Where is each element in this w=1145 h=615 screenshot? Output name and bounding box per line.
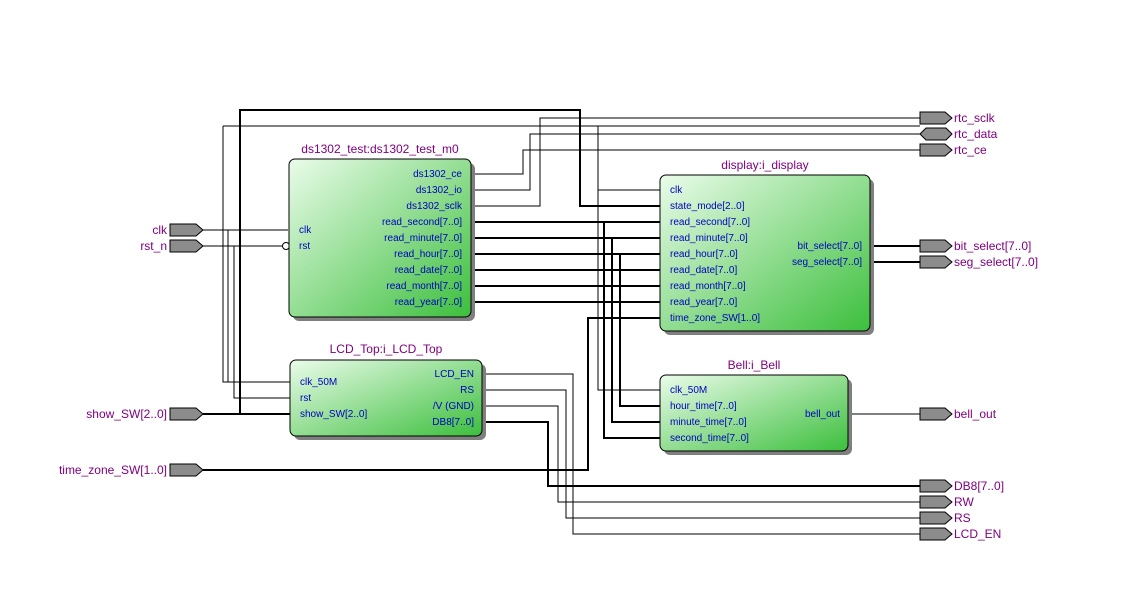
output-pin-icon: [919, 479, 953, 493]
block-body: [288, 158, 472, 318]
rst-inversion-bubble: [282, 242, 290, 250]
port-label: time_zone_SW[1..0]: [670, 313, 760, 324]
port-label: show_SW[2..0]: [300, 409, 367, 420]
block-body: [659, 374, 849, 452]
input-pin-clk[interactable]: clk: [152, 223, 204, 237]
pin-label: clk: [152, 223, 168, 237]
port-label: clk: [670, 185, 683, 196]
block-lcd-top[interactable]: LCD_Top:i_LCD_Top clk_50M rst show_SW[2.…: [289, 342, 486, 440]
port-label: DB8[7..0]: [432, 417, 474, 428]
block-body: [659, 174, 871, 332]
port-label: ds1302_io: [416, 185, 463, 196]
pin-label: DB8[7..0]: [954, 479, 1004, 493]
input-pin-icon: [169, 223, 204, 237]
output-pin-icon: [919, 111, 953, 125]
pin-label: time_zone_SW[1..0]: [59, 463, 167, 477]
port-label: read_hour[7..0]: [394, 249, 462, 260]
port-label: minute_time[7..0]: [670, 417, 747, 428]
port-label: hour_time[7..0]: [670, 401, 737, 412]
port-label: /V (GND): [433, 401, 474, 412]
port-label: read_hour[7..0]: [670, 249, 738, 260]
input-pin-icon: [169, 239, 204, 253]
block-display[interactable]: display:i_display clk state_mode[2..0] r…: [659, 158, 874, 335]
port-label: read_minute[7..0]: [670, 233, 748, 244]
output-pin-lcd-en[interactable]: LCD_EN: [919, 527, 1001, 541]
port-label: bell_out: [805, 409, 840, 420]
port-label: read_minute[7..0]: [384, 233, 462, 244]
input-pin-time-zone-sw[interactable]: time_zone_SW[1..0]: [59, 463, 204, 477]
output-pin-rw[interactable]: RW: [919, 495, 974, 509]
port-label: read_month[7..0]: [670, 281, 746, 292]
bidir-pin-icon: [919, 127, 953, 141]
output-pin-icon: [919, 143, 953, 157]
output-pin-rs[interactable]: RS: [919, 511, 971, 525]
port-label: read_month[7..0]: [386, 281, 462, 292]
block-body: [289, 359, 483, 437]
block-title: ds1302_test:ds1302_test_m0: [301, 142, 459, 156]
pin-label: rtc_data: [954, 127, 998, 141]
input-pin-rst-n[interactable]: rst_n: [140, 239, 204, 253]
pin-label: RS: [954, 511, 971, 525]
port-label: read_second[7..0]: [382, 217, 462, 228]
output-pin-icon: [919, 255, 953, 269]
block-title: Bell:i_Bell: [728, 358, 781, 372]
port-label: read_date[7..0]: [395, 265, 462, 276]
port-label: read_year[7..0]: [670, 297, 737, 308]
port-label: read_year[7..0]: [395, 297, 462, 308]
wires: [203, 109, 920, 535]
input-pin-icon: [169, 463, 204, 477]
port-label: rst: [300, 393, 311, 404]
port-label: read_second[7..0]: [670, 217, 750, 228]
block-bell[interactable]: Bell:i_Bell clk_50M hour_time[7..0] minu…: [659, 358, 852, 455]
pin-label: rtc_sclk: [954, 111, 996, 125]
pin-label: show_SW[2..0]: [86, 407, 167, 421]
pin-label: LCD_EN: [954, 527, 1001, 541]
block-title: display:i_display: [721, 158, 808, 172]
pin-label: rtc_ce: [954, 143, 987, 157]
port-label: seg_select[7..0]: [792, 257, 862, 268]
port-label: clk_50M: [300, 377, 337, 388]
output-pin-icon: [919, 239, 953, 253]
port-label: second_time[7..0]: [670, 433, 749, 444]
port-label: read_date[7..0]: [670, 265, 737, 276]
input-pin-icon: [169, 407, 204, 421]
port-label: clk: [299, 225, 312, 236]
output-pin-icon: [919, 527, 953, 541]
input-pin-show-sw[interactable]: show_SW[2..0]: [86, 407, 204, 421]
port-label: clk_50M: [670, 385, 707, 396]
output-pin-seg-select[interactable]: seg_select[7..0]: [919, 255, 1038, 269]
port-label: RS: [460, 385, 474, 396]
port-label: LCD_EN: [435, 369, 474, 380]
output-pin-rtc-data[interactable]: rtc_data: [919, 127, 998, 141]
port-label: ds1302_sclk: [406, 201, 463, 212]
output-pin-rtc-ce[interactable]: rtc_ce: [919, 143, 987, 157]
pin-label: bit_select[7..0]: [954, 239, 1031, 253]
port-label: state_mode[2..0]: [670, 201, 745, 212]
output-pin-db8[interactable]: DB8[7..0]: [919, 479, 1004, 493]
output-pin-icon: [919, 407, 953, 421]
pin-label: RW: [954, 495, 974, 509]
port-label: rst: [299, 241, 310, 252]
block-ds1302[interactable]: ds1302_test:ds1302_test_m0 clk rst ds130…: [288, 142, 475, 321]
output-pin-icon: [919, 495, 953, 509]
output-pin-rtc-sclk[interactable]: rtc_sclk: [919, 111, 996, 125]
port-label: ds1302_ce: [413, 169, 462, 180]
block-title: LCD_Top:i_LCD_Top: [330, 342, 443, 356]
pin-label: seg_select[7..0]: [954, 255, 1038, 269]
output-pin-bit-select[interactable]: bit_select[7..0]: [919, 239, 1031, 253]
output-pin-bell-out[interactable]: bell_out: [919, 407, 997, 421]
port-label: bit_select[7..0]: [798, 241, 863, 252]
pin-label: rst_n: [140, 239, 167, 253]
pin-label: bell_out: [954, 407, 997, 421]
output-pin-icon: [919, 511, 953, 525]
